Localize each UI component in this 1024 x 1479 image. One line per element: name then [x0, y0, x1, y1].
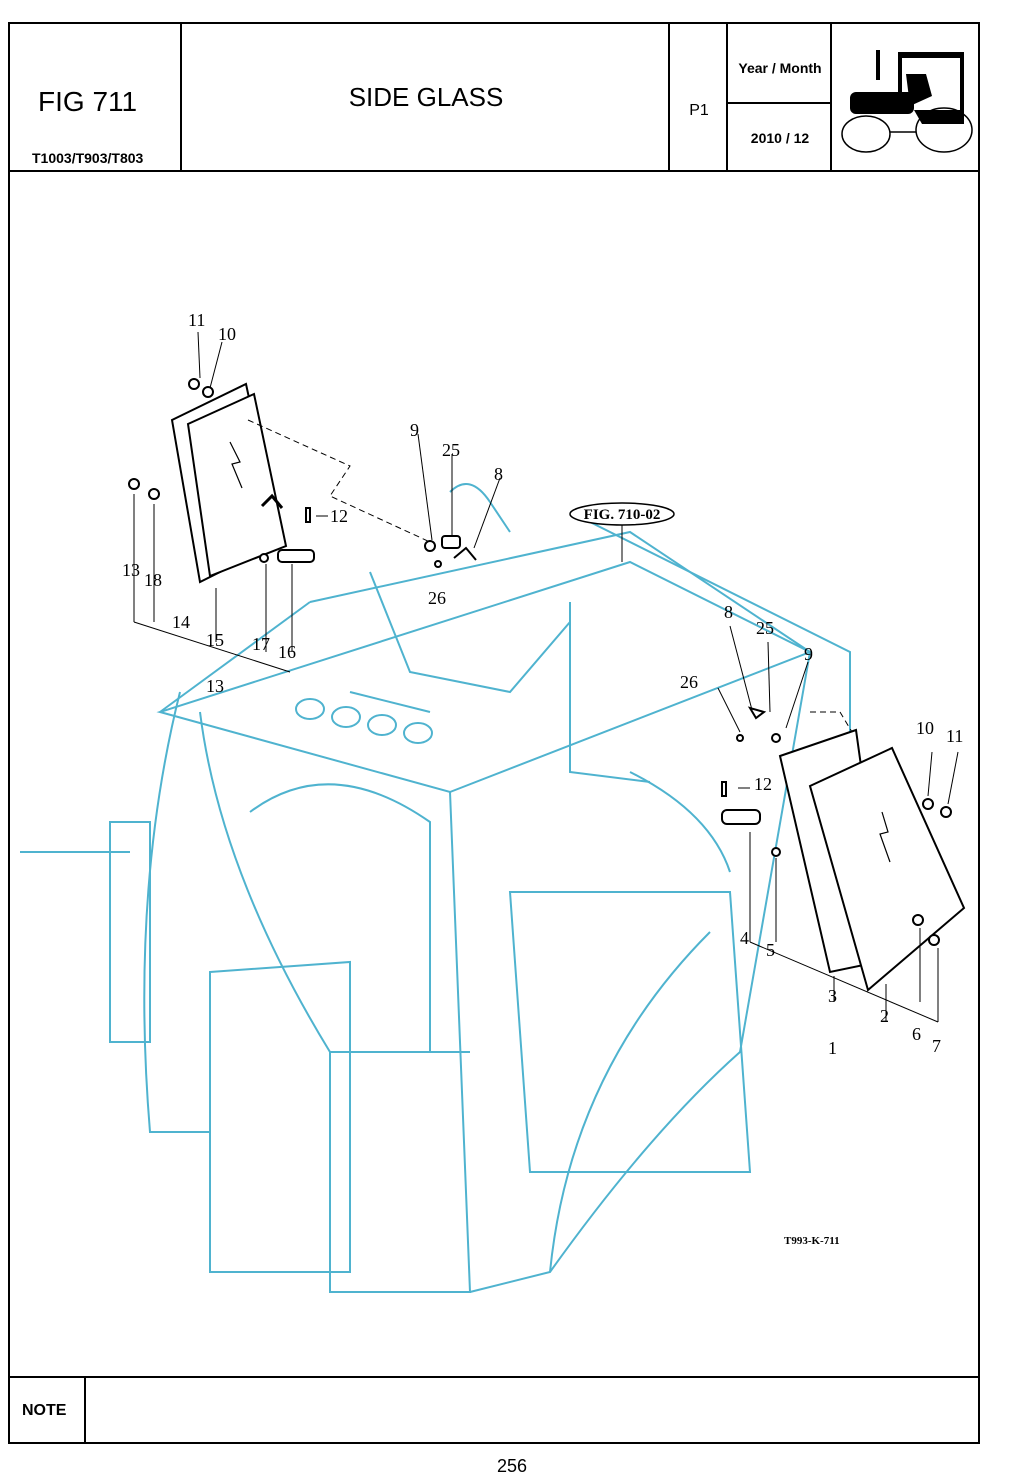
callout-18: 18	[144, 570, 162, 590]
callout-2: 2	[880, 1006, 889, 1026]
figure-reference-label: FIG. 710-02	[584, 507, 661, 523]
header-divider	[728, 102, 830, 104]
callout-25: 25	[442, 440, 460, 460]
drawing-code: T993-K-711	[784, 1235, 840, 1247]
callout-25: 25	[756, 618, 774, 638]
callout-15: 15	[206, 630, 224, 650]
callout-10: 10	[916, 718, 934, 738]
note-row: NOTE	[10, 1376, 978, 1444]
callout-26: 26	[428, 588, 446, 608]
callout-7: 7	[932, 1036, 941, 1056]
callout-16: 16	[278, 642, 296, 662]
callout-3: 3	[828, 986, 837, 1006]
header-divider	[668, 24, 670, 170]
header-divider	[180, 24, 182, 170]
tractor-icon	[841, 50, 973, 153]
page-number: 256	[496, 1456, 528, 1476]
callout-9: 9	[804, 644, 813, 664]
callout-4: 4	[740, 928, 749, 948]
callout-14: 14	[172, 612, 190, 632]
header-divider	[726, 24, 728, 170]
page-title: SIDE GLASS	[348, 82, 504, 112]
year-month-value: 2010 / 12	[750, 130, 810, 146]
callouts-left: 11 10 9 25 8 12 13 18 26 14 15 17 16 13	[122, 310, 503, 696]
right-side-glass	[721, 706, 966, 992]
callout-8: 8	[724, 602, 733, 622]
cab-frame	[20, 483, 851, 1293]
callout-26: 26	[680, 672, 698, 692]
header-divider	[830, 24, 832, 170]
header: FIG 711 T1003/T903/T803 SIDE GLASS P1 Ye…	[10, 24, 978, 172]
callout-6: 6	[912, 1024, 921, 1044]
callout-13-group: 13	[206, 676, 224, 696]
model-list: T1003/T903/T803	[32, 150, 144, 166]
callout-11: 11	[946, 726, 963, 746]
callout-5: 5	[766, 940, 775, 960]
callout-10: 10	[218, 324, 236, 344]
callout-9: 9	[410, 420, 419, 440]
year-month-label: Year / Month	[738, 60, 822, 76]
top-bracket	[424, 535, 477, 568]
callout-11: 11	[188, 310, 205, 330]
callouts-right: 8 25 9 26 10 11 12 4 5 3 2 6 7 1	[680, 602, 963, 1058]
callout-1: 1	[828, 1038, 837, 1058]
callout-13: 13	[122, 560, 140, 580]
figure-number: FIG 711	[38, 86, 138, 117]
note-divider	[84, 1378, 86, 1444]
page-frame: FIG 711 T1003/T903/T803 SIDE GLASS P1 Ye…	[8, 22, 980, 1444]
exploded-parts-diagram: FIG. 710-02 11 10 9 25 8 12 13 18 26 14 …	[20, 310, 966, 1293]
leader-lines	[133, 331, 959, 1023]
callout-12: 12	[754, 774, 772, 794]
note-label: NOTE	[22, 1402, 67, 1419]
callout-8: 8	[494, 464, 503, 484]
callout-12: 12	[330, 506, 348, 526]
callout-17: 17	[252, 634, 270, 654]
left-side-glass	[128, 378, 431, 584]
page-code: P1	[689, 102, 709, 119]
figure-reference: FIG. 710-02	[569, 502, 675, 526]
